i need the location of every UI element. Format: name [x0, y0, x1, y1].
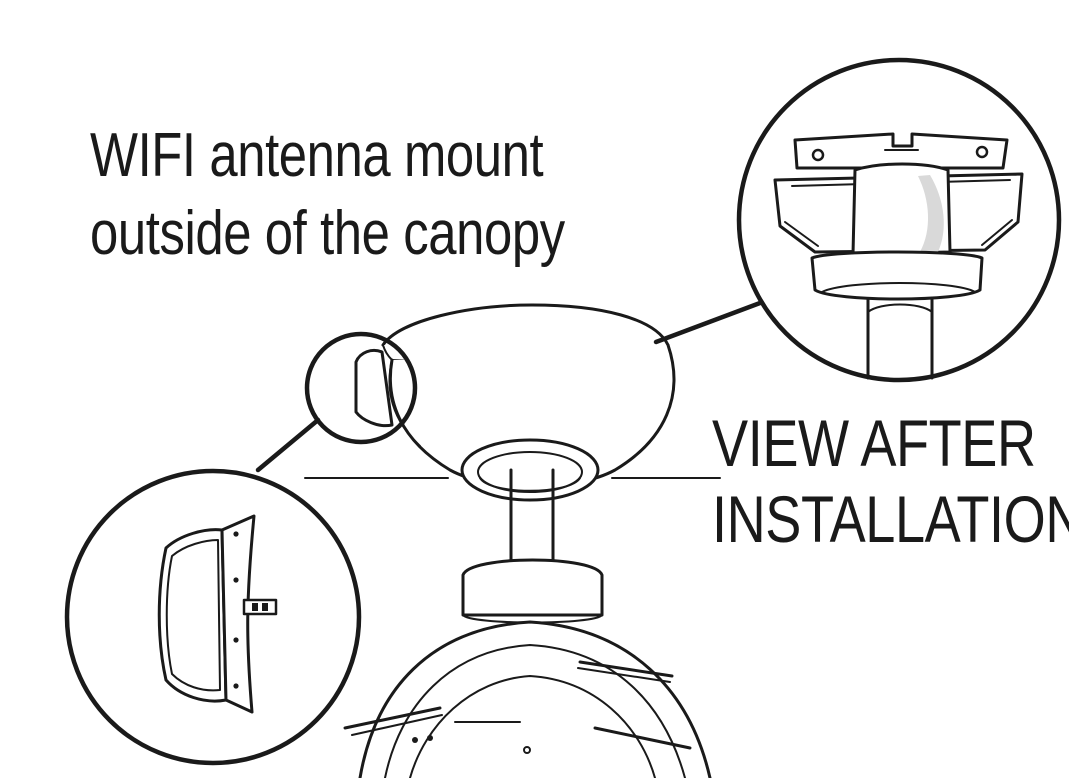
title-line-1: WIFI antenna mount — [90, 121, 544, 190]
motor-collar — [461, 558, 604, 624]
antenna-detail-zoom — [64, 468, 362, 766]
callout-leader-left — [255, 417, 321, 473]
antenna-highlight-circle — [304, 331, 418, 445]
callout-line-1: VIEW AFTER — [712, 406, 1036, 480]
motor-housing — [343, 620, 712, 778]
mount-detail-zoom — [736, 57, 1062, 383]
canopy — [381, 303, 676, 502]
callout-leader-right — [653, 300, 763, 345]
antenna-on-canopy — [354, 348, 394, 428]
callout-line-2: INSTALLATION — [712, 482, 1069, 556]
title-line-2: outside of the canopy — [90, 199, 565, 268]
downrod — [509, 468, 555, 567]
